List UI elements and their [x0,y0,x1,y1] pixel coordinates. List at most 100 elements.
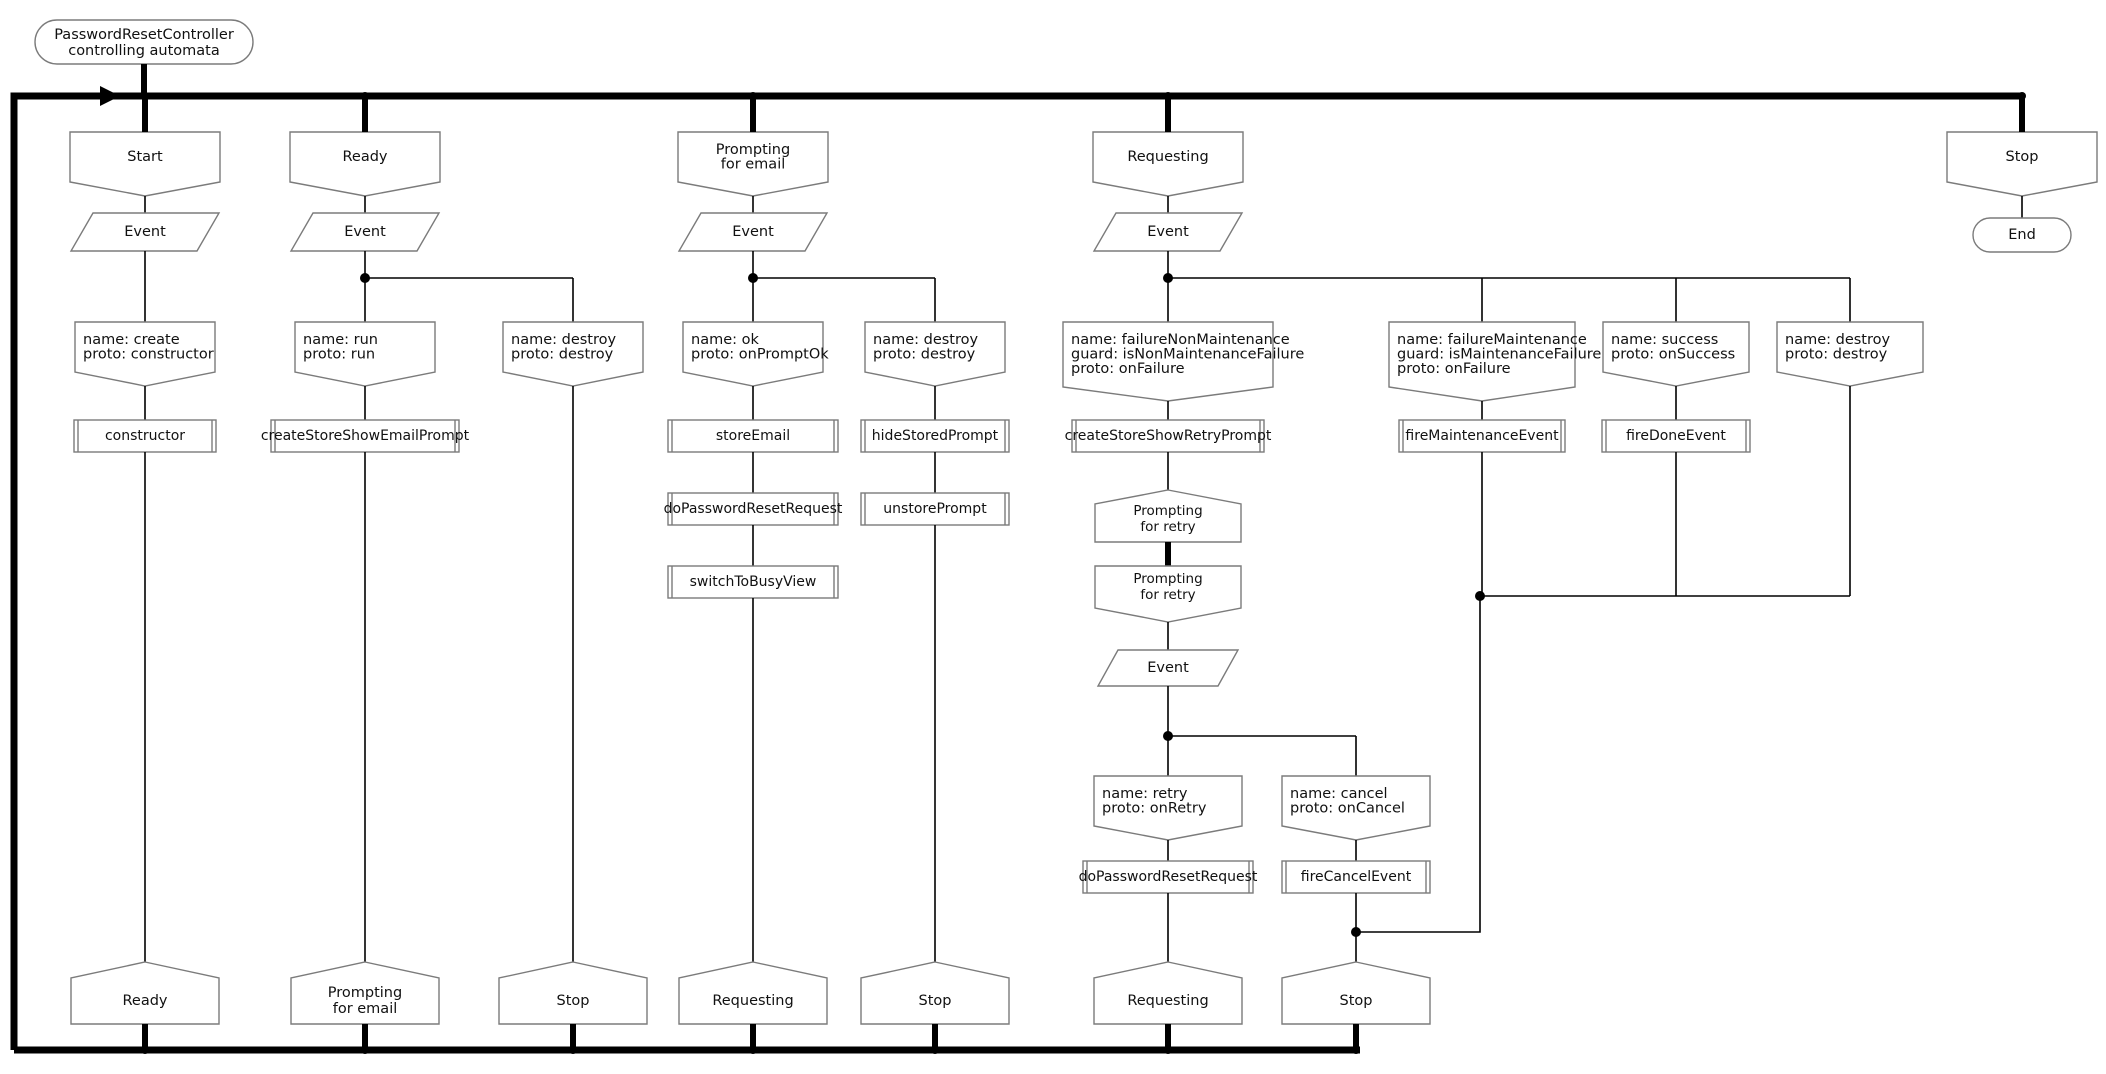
action-ok-action-2: switchToBusyView [667,565,839,599]
state-label-prompting-for-email-line-1: for email [721,156,786,172]
end-label: End [2008,227,2036,243]
transition-shape-destroy-ready [502,321,644,387]
transition-label-ok-line-1: proto: onPromptOk [691,346,829,362]
bottom-bus-dot-t-stop-1 [569,1046,577,1054]
action-label-retry-action: doPasswordResetRequest [1079,869,1258,885]
action-label-destroy-pe-action-1: unstorePrompt [883,501,987,517]
action-label-ok-action-2: switchToBusyView [690,574,817,590]
bottom-target-label-t-requesting-2: Requesting [1127,993,1208,1009]
transition-shape-success [1602,321,1750,387]
action-shape-ok-action-2 [667,565,839,599]
nested-event-retry: Event [1096,622,1240,687]
transition-label-destroy-ready-line-0: name: destroy [511,332,616,348]
action-destroy-pe-action-0: hideStoredPrompt [860,419,1010,453]
bottom-target-label-t-requesting-1: Requesting [712,993,793,1009]
transition-label-cancel-line-1: proto: onCancel [1290,800,1405,816]
event-label-start: Event [124,224,166,240]
event-label-prompting-for-email: Event [732,224,774,240]
transition-label-run-line-1: proto: run [303,346,375,362]
state-start: Start [69,96,221,197]
transition-shape-destroy-pe [864,321,1006,387]
action-shape-destroy-pe-action-0 [860,419,1010,453]
bottom-target-t-ready: Ready [70,961,220,1054]
state-shape-stop [1946,131,2098,197]
transition-shape-destroy-requesting [1776,321,1924,387]
action-ok-action-0: storeEmail [667,419,839,453]
bottom-bus-dot-t-stop-3 [1352,1046,1360,1054]
bottom-bus-dot-t-ready [141,1046,149,1054]
top-bus [10,64,2022,1048]
action-createStoreShowRetryPrompt: createStoreShowRetryPrompt [1065,419,1272,453]
transition-label-destroy-ready-line-1: proto: destroy [511,346,614,362]
transition-label-failureNonMaintenance-line-0: name: failureNonMaintenance [1071,332,1290,348]
action-retry-action: doPasswordResetRequest [1079,860,1258,894]
top-bus-dot-0 [141,92,149,100]
transition-label-failureMaintenance-line-2: proto: onFailure [1397,361,1511,377]
action-label-ok-action-0: storeEmail [716,428,790,444]
event-label-ready: Event [344,224,386,240]
nested-branch [1163,686,1357,776]
transition-label-success-line-1: proto: onSuccess [1611,346,1735,362]
bottom-target-label-t-stop-1: Stop [557,993,590,1009]
action-constructor: constructor [73,419,217,453]
event-start: Event [69,196,221,252]
action-shape-fireDoneEvent [1601,419,1751,453]
state-shape-requesting [1092,131,1244,197]
action-label-ok-action-1: doPasswordResetRequest [664,501,843,517]
action-fireMaintenanceEvent: fireMaintenanceEvent [1398,419,1566,453]
bottom-bus-dot-t-requesting-2 [1164,1046,1172,1054]
branch-1168 [1163,251,1851,322]
state-requesting: Requesting [1092,96,1244,197]
bottom-target-t-stop-2: Stop [860,961,1010,1054]
nested-target-l1: Prompting [1133,503,1202,519]
nested-event-shape [1096,649,1240,687]
nested-source-l2: for retry [1140,587,1195,603]
transition-label-destroy-requesting-line-1: proto: destroy [1785,346,1888,362]
cancel-return-path [1356,596,1481,933]
action-label-fireMaintenanceEvent: fireMaintenanceEvent [1405,428,1559,444]
action-label-createStoreShowRetryPrompt: createStoreShowRetryPrompt [1065,428,1272,444]
branch-753 [748,251,936,322]
action-shape-createStoreShowEmailPrompt [270,419,460,453]
bottom-bus-dot-t-prompting-email [361,1046,369,1054]
action-shape-ok-action-1 [667,492,839,526]
event-label-requesting: Event [1147,224,1189,240]
bottom-target-t-stop-3: Stop [1281,961,1431,1054]
transition-label-retry-line-0: name: retry [1102,786,1188,802]
bottom-target-t-requesting-1: Requesting [678,961,828,1054]
state-stop: Stop [1946,96,2098,197]
bottom-bus-dot-t-stop-2 [931,1046,939,1054]
action-shape-createStoreShowRetryPrompt [1071,419,1265,453]
bottom-target-label-t-ready: Ready [122,993,167,1009]
state-shape-prompting-for-email [677,131,829,197]
bottom-target-label-t-stop-3: Stop [1340,993,1373,1009]
transition-shape-create [74,321,216,387]
transition-label-failureMaintenance-line-0: name: failureMaintenance [1397,332,1587,348]
action-createStoreShowEmailPrompt: createStoreShowEmailPrompt [261,419,470,453]
action-label-fireDoneEvent: fireDoneEvent [1626,428,1726,444]
transition-label-failureNonMaintenance-line-2: proto: onFailure [1071,361,1185,377]
transition-shape-cancel [1281,775,1431,841]
bottom-target-label-t-prompting-email-l1: Prompting [328,985,402,1001]
state-ready: Ready [289,96,441,197]
action-cancel-action: fireCancelEvent [1281,860,1431,894]
bottom-bus [10,96,1360,1054]
transition-label-ok-line-0: name: ok [691,332,759,348]
transition-shape-failureMaintenance [1388,321,1576,402]
action-shape-fireMaintenanceEvent [1398,419,1566,453]
transition-label-create-line-1: proto: constructor [83,346,214,362]
transition-shape-ok [682,321,824,387]
bottom-bus-dot-t-requesting-1 [749,1046,757,1054]
